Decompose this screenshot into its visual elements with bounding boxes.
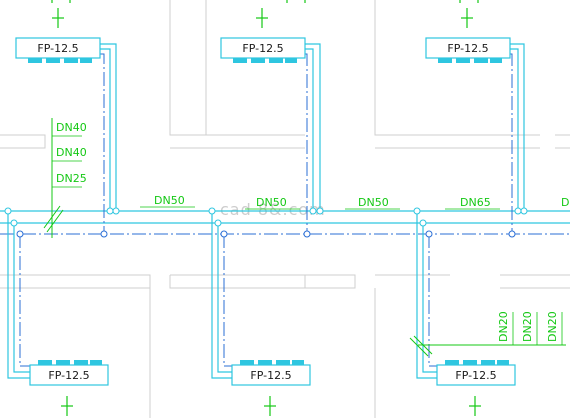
fan-coil-unit: FP-12.5	[436, 360, 516, 386]
junction-markers	[4, 207, 528, 238]
riser-size-label: DN20	[546, 311, 559, 342]
main-pipes	[0, 210, 570, 235]
pipe-size-label: DN50	[154, 194, 185, 207]
riser-size-label: DN20	[497, 311, 510, 342]
riser-size-label: DN40	[56, 146, 87, 159]
watermark: cad 8&.com	[220, 200, 326, 219]
unit-label: FP-12.5	[242, 42, 283, 55]
fan-coil-unit: FP-12.5	[220, 37, 306, 63]
fan-coil-unit: FP-12.5	[425, 37, 511, 63]
unit-label: FP-12.5	[455, 369, 496, 382]
branch-pipes-bottom	[7, 211, 437, 379]
fan-coil-unit: FP-12.5	[231, 360, 311, 386]
pipe-size-label: DN	[561, 196, 570, 209]
riser-annotation-left: DN40 DN40 DN25	[43, 118, 87, 238]
branch-pipes-top	[100, 43, 525, 234]
unit-label: FP-12.5	[37, 42, 78, 55]
pipe-size-label: DN50	[256, 196, 287, 209]
main-pipe-labels: DN50 DN50 DN50 DN65 DN	[140, 194, 570, 210]
unit-label: FP-12.5	[250, 369, 291, 382]
fan-coil-unit: FP-12.5	[15, 37, 101, 63]
diffuser-icon	[51, 0, 481, 416]
riser-size-label: DN25	[56, 172, 87, 185]
riser-size-label: DN40	[56, 121, 87, 134]
riser-size-label: DN20	[521, 311, 534, 342]
riser-annotation-right: DN20 DN20 DN20	[409, 311, 566, 357]
pipe-size-label: DN65	[460, 196, 491, 209]
fan-coil-unit: FP-12.5	[29, 360, 109, 386]
unit-label: FP-12.5	[48, 369, 89, 382]
unit-label: FP-12.5	[447, 42, 488, 55]
pipe-size-label: DN50	[358, 196, 389, 209]
